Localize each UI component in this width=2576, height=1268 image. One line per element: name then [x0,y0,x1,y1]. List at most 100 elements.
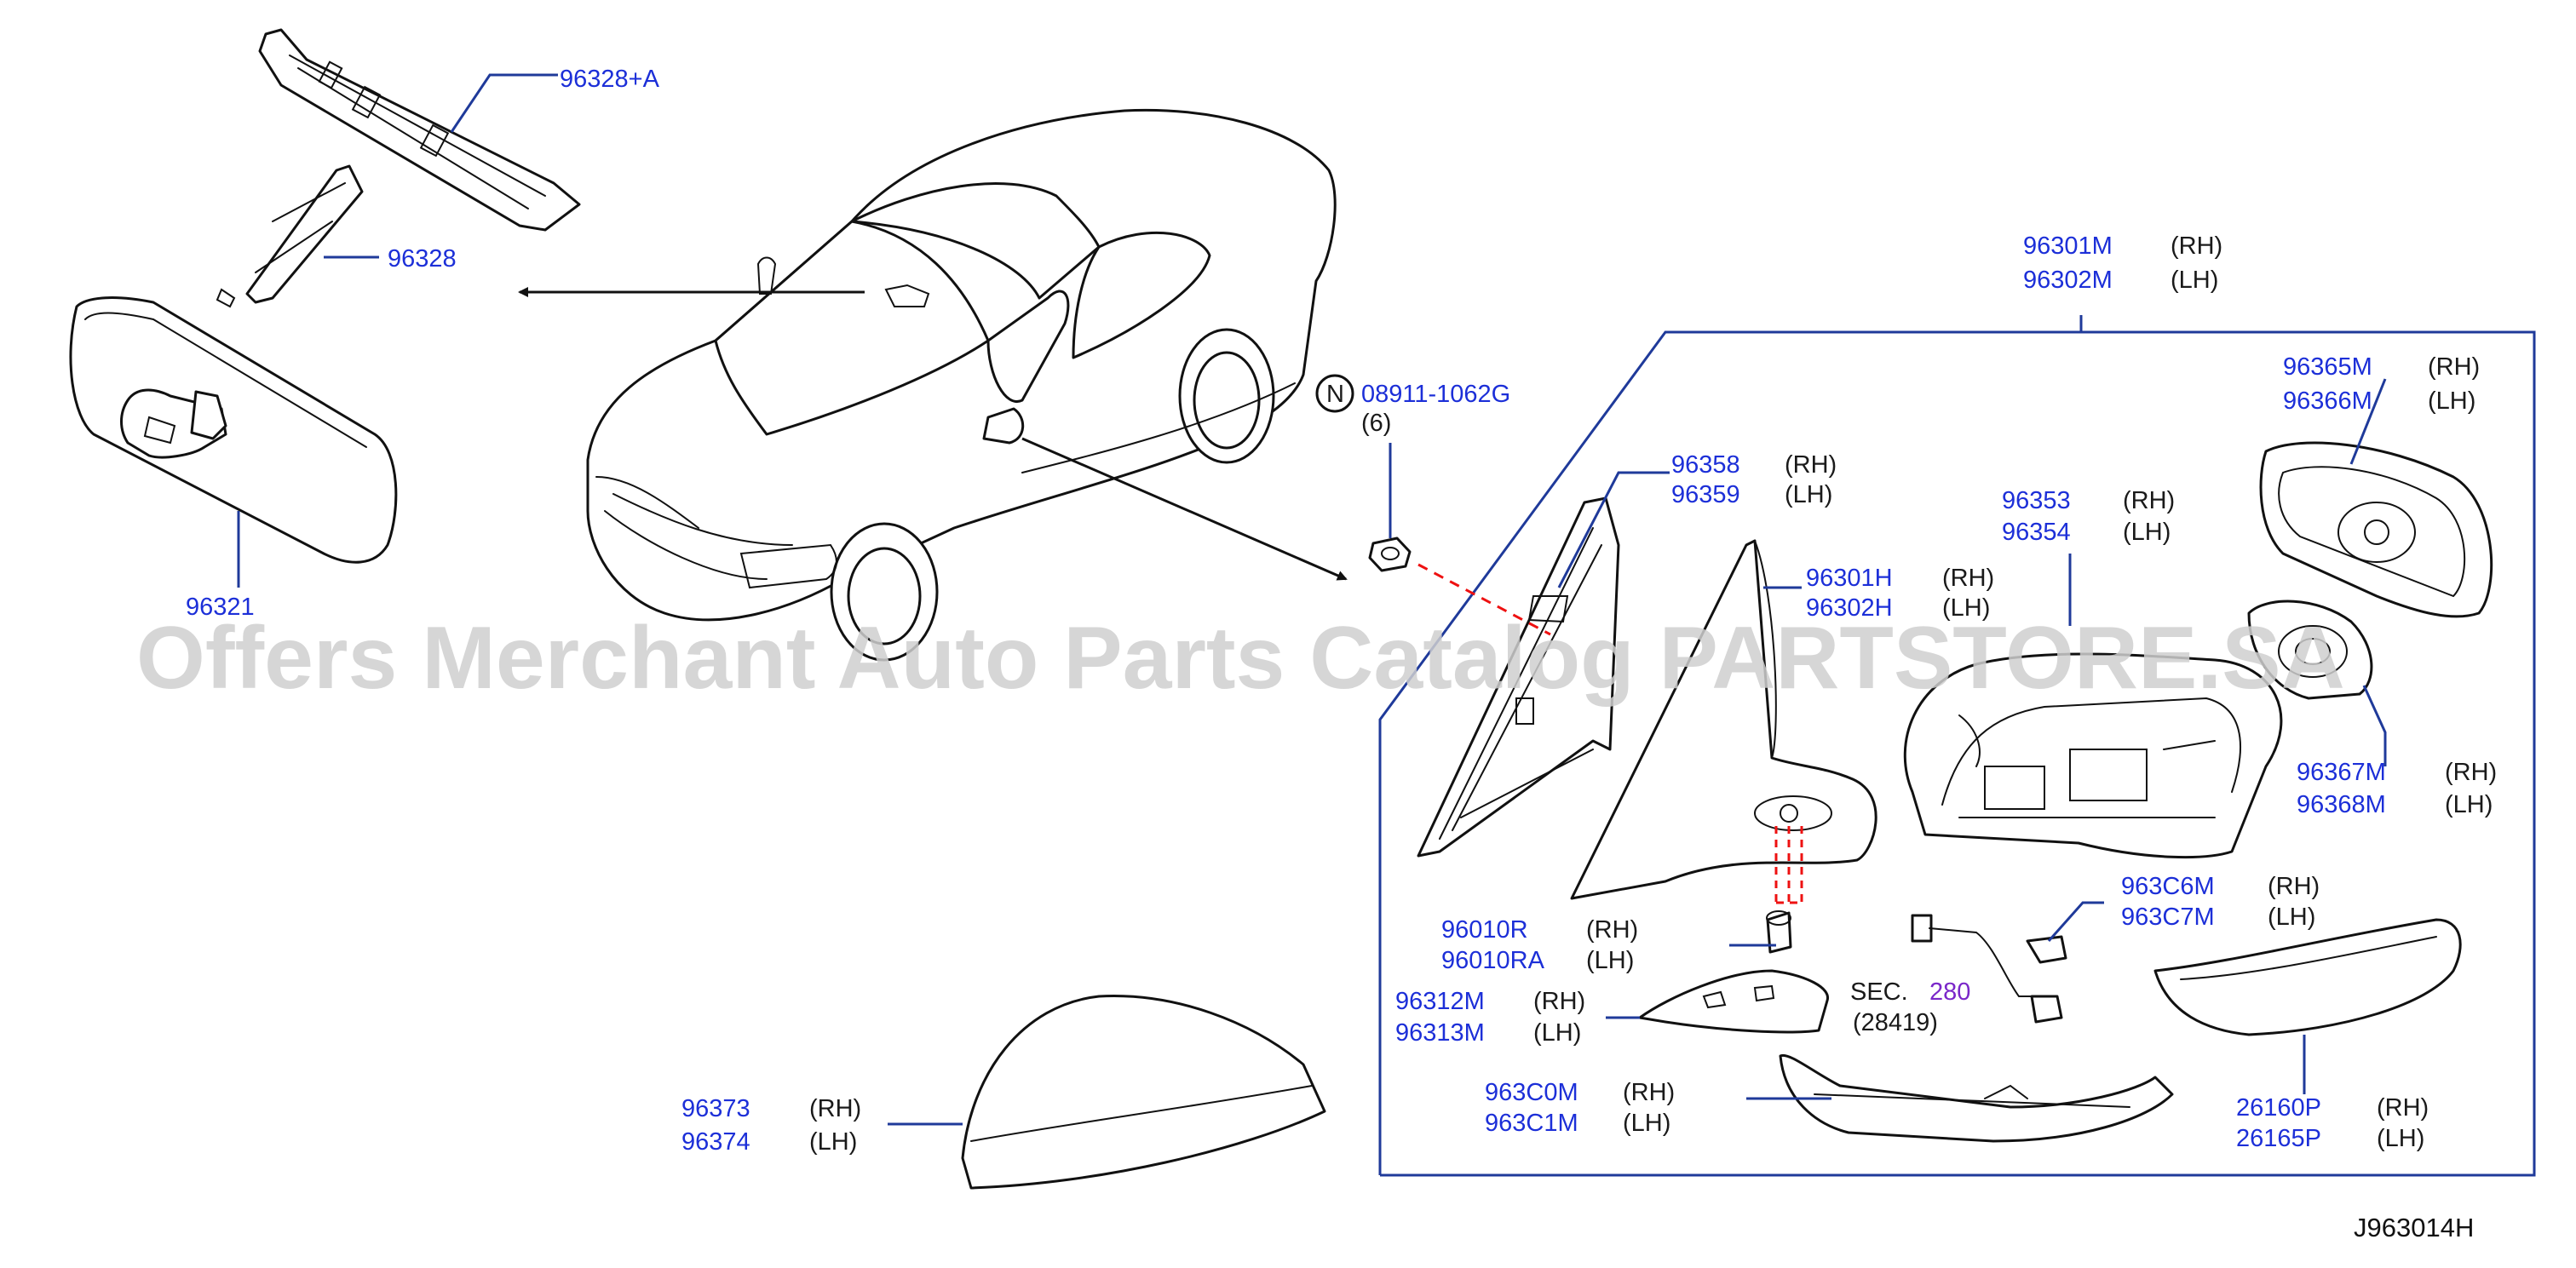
part-number-rh: 96301H [1806,565,1893,592]
part-number-rh: 96373 [681,1095,750,1122]
side-rh: (RH) [1623,1079,1675,1106]
callout-96367m: 96367M (RH) 96368M (LH) [2297,759,2497,818]
part-number-lh: 963C7M [2121,904,2215,931]
part-number-lh: 96354 [2002,519,2071,546]
side-lh: (LH) [2377,1125,2424,1152]
side-rh: (RH) [1785,451,1837,479]
part-number-lh: 96374 [681,1128,750,1156]
part-number-lh: 96313M [1395,1019,1485,1047]
part-number: 96328 [388,245,457,273]
side-rh: (RH) [809,1095,861,1122]
side-rh: (RH) [2123,487,2175,514]
part-number-rh: 96367M [2297,759,2386,786]
mirror-glass-96358 [1417,496,1620,858]
leader-lines [237,73,2387,1126]
callout-96373: 96373 (RH) 96374 (LH) [681,1095,861,1156]
part-number-lh: 96010RA [1441,947,1545,974]
side-rh: (RH) [1586,916,1638,944]
part-number-rh: 96312M [1395,988,1485,1015]
side-lh: (LH) [2428,387,2475,415]
mirror-cover-96373 [961,995,1326,1190]
part-number: 08911-1062G [1361,381,1510,408]
side-rh: (RH) [2377,1094,2429,1122]
callout-96353: 96353 (RH) 96354 (LH) [2002,487,2175,546]
diagram-code: J963014H [2354,1213,2474,1242]
callout-963c0m: 963C0M (RH) 963C1M (LH) [1485,1079,1675,1137]
note-circle [1315,374,1354,413]
side-rh: (RH) [2171,232,2222,260]
section-label: SEC. [1850,978,1908,1006]
callout-96328: 96328 [388,245,457,273]
callout-08911: N 08911-1062G (6) [1326,381,1510,437]
arrow-to-door-mirror [1021,437,1348,581]
part-number: 96328+A [560,66,660,93]
part-number-rh: 96358 [1671,451,1740,479]
callout-sec-280: SEC. 280 (28419) [1850,978,1970,1036]
part-number-lh: 96302M [2023,267,2113,294]
side-rh: (RH) [2268,873,2320,900]
side-lh: (LH) [1623,1110,1670,1137]
inner-mirror-96321 [69,296,398,564]
note-circle-letter: N [1326,381,1344,408]
callout-96358: 96358 (RH) 96359 (LH) [1671,451,1837,508]
part-number-lh: 96368M [2297,791,2386,818]
screw-position-lines [1774,826,1803,904]
part-number-rh: 963C0M [1485,1079,1578,1106]
watermark: Offers Merchant Auto Parts Catalog PARTS… [136,609,2345,708]
part-number-lh: 963C1M [1485,1110,1578,1137]
side-lh: (LH) [2123,519,2171,546]
part-number: 96321 [186,594,255,621]
part-number-rh: 26160P [2236,1094,2321,1122]
mirror-housing-96353 [1903,652,2283,859]
side-rh: (RH) [1533,988,1585,1015]
part-number-rh: 96010R [1441,916,1528,944]
callout-96010r: 96010R (RH) 96010RA (LH) [1441,916,1638,974]
side-lh: (LH) [1533,1019,1581,1047]
mirror-motor-96367m [2247,600,2373,700]
turn-signal-26160p [2153,918,2462,1036]
part-number-rh: 96365M [2283,353,2372,381]
part-number-rh: 96353 [2002,487,2071,514]
side-rh: (RH) [2445,759,2497,786]
side-rh: (RH) [1942,565,1994,592]
section-sub: (28419) [1853,1009,1938,1036]
callout-96365m: 96365M (RH) 96366M (LH) [2283,353,2480,415]
bracket-96328 [216,164,364,308]
section-ref: 280 [1929,978,1970,1006]
side-lh: (LH) [2445,791,2493,818]
part-number-lh: 96366M [2283,387,2372,415]
side-rh: (RH) [2428,353,2480,381]
part-number-lh: 96359 [1671,481,1740,508]
callout-963c6m: 963C6M (RH) 963C7M (LH) [2121,873,2320,931]
side-lh: (LH) [1586,947,1634,974]
callout-26160p: 26160P (RH) 26165P (LH) [2236,1094,2429,1152]
part-number-rh: 96301M [2023,232,2113,260]
callout-96301h: 96301H (RH) 96302H (LH) [1806,565,1994,622]
mirror-base-963c0m [1779,1053,2174,1143]
side-lh: (LH) [809,1128,857,1156]
wire-harness-963c6m [1911,914,2067,1024]
side-lh: (LH) [2171,267,2218,294]
mirror-glass-96365m [2259,441,2493,618]
car-illustration [586,108,1337,662]
assembly-box [1378,330,2536,1177]
callout-96321: 96321 [186,594,255,621]
nut-08911 [1368,536,1412,572]
mirror-base-96301h [1570,539,1877,900]
side-lh: (LH) [1785,481,1832,508]
side-lh: (LH) [1942,594,1990,622]
side-lh: (LH) [2268,904,2315,931]
callout-96312m: 96312M (RH) 96313M (LH) [1395,988,1585,1047]
nut-position-line [1417,563,1551,636]
part-number-rh: 963C6M [2121,873,2215,900]
part-number-lh: 26165P [2236,1125,2321,1152]
screw-96010r [1766,910,1792,954]
lower-cover-96312m [1638,969,1829,1034]
callout-96301m: 96301M (RH) 96302M (LH) [2023,232,2222,294]
cover-96328a [258,28,581,232]
part-number-lh: 96302H [1806,594,1893,622]
callout-96328a: 96328+A [560,66,660,93]
quantity: (6) [1361,410,1391,437]
